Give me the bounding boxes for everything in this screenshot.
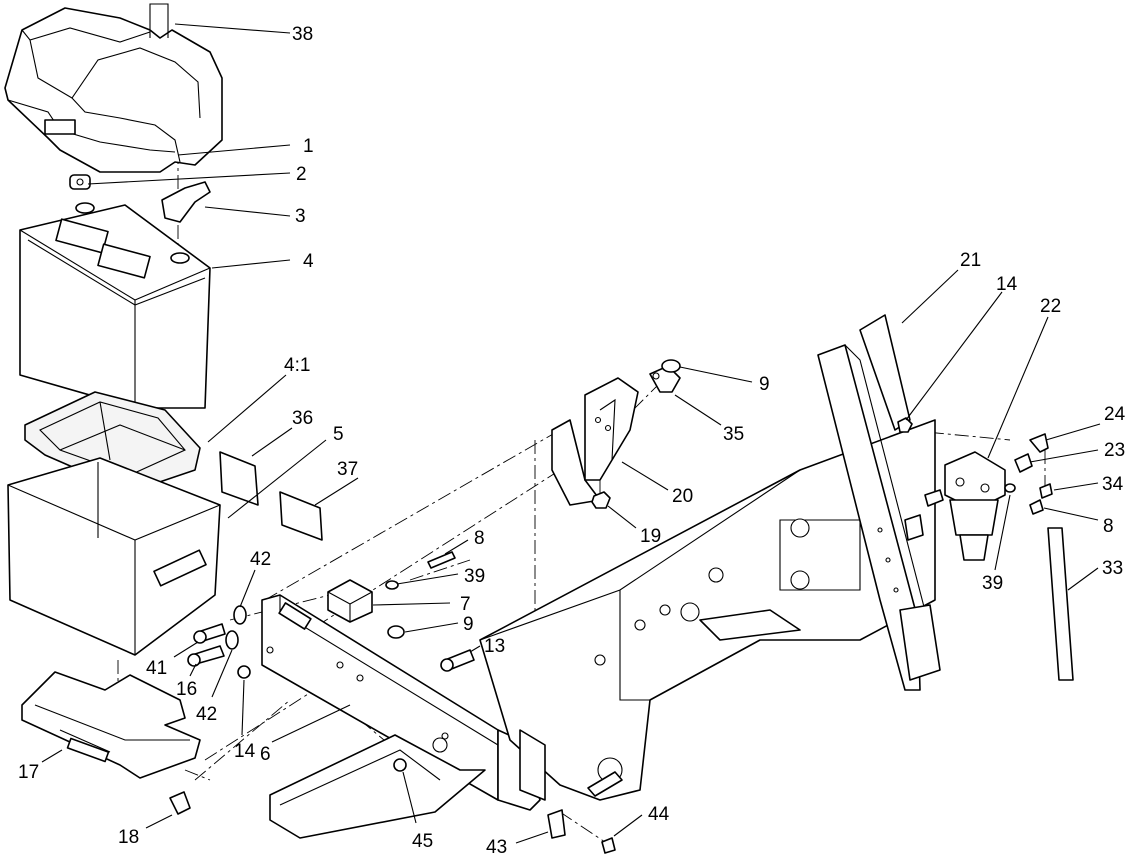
battery-tray [21, 671, 201, 779]
leader-lines [41, 23, 1101, 844]
fitting-8-right [1029, 499, 1044, 515]
bolt-13 [440, 649, 475, 672]
callout-2: 2 [296, 164, 307, 185]
battery [19, 202, 211, 409]
filter-assembly [904, 451, 1006, 561]
callout-1: 1 [303, 136, 314, 157]
callout-21: 21 [960, 250, 981, 271]
washer-39-left [385, 580, 399, 590]
callout-45: 45 [412, 831, 433, 852]
nut-14-right [897, 417, 913, 433]
fitting-23 [1014, 453, 1033, 473]
hose-33 [1047, 527, 1074, 681]
callout-16: 16 [176, 679, 197, 700]
clip-43 [547, 809, 566, 839]
callout-39-left: 39 [464, 566, 485, 587]
nut-19 [591, 491, 611, 509]
callout-9-upper: 9 [759, 374, 770, 395]
callout-39-right: 39 [982, 573, 1003, 594]
callout-41: 41 [146, 658, 167, 679]
callout-13: 13 [484, 636, 505, 657]
main-frame [479, 419, 936, 801]
washer-9-upper [661, 359, 681, 373]
battery-cover [4, 3, 223, 173]
callout-14-right: 14 [996, 274, 1018, 295]
pad-37 [279, 491, 323, 541]
callout-18: 18 [118, 827, 139, 848]
fitting-24 [1029, 433, 1049, 453]
callout-3: 3 [295, 206, 306, 227]
callout-42-upper: 42 [250, 549, 271, 570]
bracket-20 [551, 377, 639, 506]
pin [587, 771, 623, 797]
callout-37: 37 [337, 459, 358, 480]
battery-box [7, 457, 221, 656]
callout-23: 23 [1104, 440, 1125, 461]
callout-7: 7 [460, 594, 471, 615]
callout-20: 20 [672, 486, 693, 507]
callout-33: 33 [1102, 558, 1123, 579]
screw-8-left [427, 551, 456, 569]
callout-42-lower: 42 [196, 704, 217, 725]
washer-9-lower [387, 625, 405, 639]
callout-5: 5 [333, 424, 344, 445]
callout-labels: 38 1 2 3 4 4:1 36 5 37 42 41 16 42 14 6 … [18, 24, 1126, 858]
callout-36: 36 [292, 408, 313, 429]
callout-17: 17 [18, 762, 39, 783]
callout-24: 24 [1104, 404, 1126, 425]
callout-6: 6 [260, 744, 271, 765]
callout-19: 19 [640, 526, 661, 547]
relay-block [327, 579, 373, 623]
callout-4-1: 4:1 [284, 355, 310, 376]
terminal-boot [161, 181, 211, 223]
terminal-clamp [69, 174, 91, 190]
fitting-34 [1039, 483, 1053, 499]
callout-43: 43 [486, 837, 507, 858]
callout-8-right: 8 [1103, 516, 1114, 537]
callout-34: 34 [1102, 474, 1124, 495]
upright-post [817, 314, 941, 691]
callout-35: 35 [723, 424, 744, 445]
washer-39-right [1004, 483, 1016, 493]
callout-4: 4 [303, 251, 314, 272]
battery-fasteners [169, 605, 251, 815]
callout-14-left: 14 [234, 741, 256, 762]
callout-44: 44 [648, 804, 670, 825]
pad-36 [219, 451, 259, 506]
lower-plate [269, 734, 486, 839]
callout-9-lower: 9 [463, 614, 474, 635]
callout-8-left: 8 [474, 528, 485, 549]
callout-22: 22 [1040, 296, 1061, 317]
screw-44 [601, 837, 616, 854]
callout-38: 38 [292, 24, 313, 45]
battery-hold-down-frame [24, 391, 201, 493]
